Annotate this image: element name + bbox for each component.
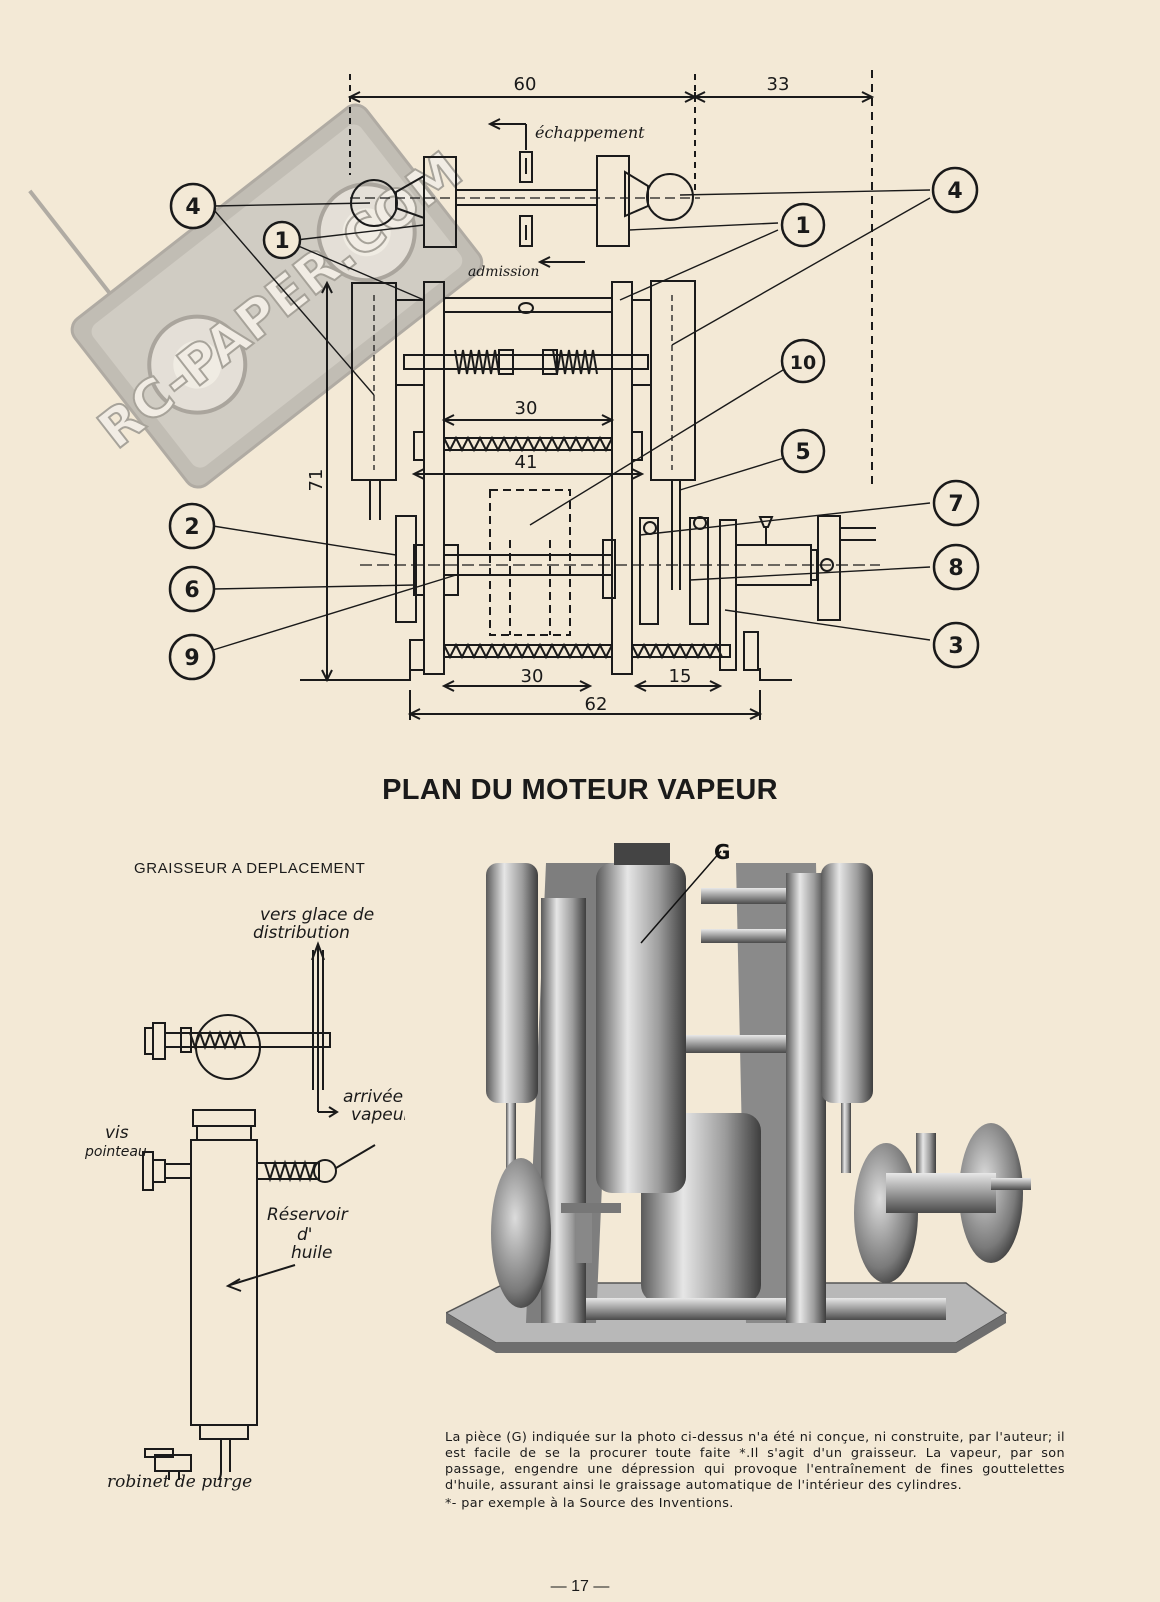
oiler-label-reservoir-line3: huile — [291, 1243, 332, 1263]
watermark: RC-PAPER.COM — [28, 103, 484, 489]
callout-5: 5 — [795, 440, 810, 465]
oiler-label-drain: robinet de purge — [107, 1472, 253, 1492]
caption-text: La pièce (G) indiquée sur la photo ci-de… — [445, 1430, 1065, 1493]
oiler-label-reservoir-line2: d' — [297, 1225, 312, 1245]
oiler-title: GRAISSEUR A DEPLACEMENT — [134, 860, 366, 877]
callout-4-left: 4 — [185, 195, 200, 220]
label-exhaust: échappement — [535, 123, 645, 142]
page-number: — 17 — — [550, 1578, 610, 1595]
oiler-label-needle-line2: pointeau — [85, 1144, 147, 1160]
oiler-label-reservoir-line1: Réservoir — [267, 1205, 349, 1225]
callout-8: 8 — [948, 556, 963, 581]
dimension-71: 71 — [306, 469, 327, 492]
oiler-drawing: vers glace de distribution arrivée vapeu… — [85, 905, 405, 1480]
engine-plan-drawing: RC-PAPER.COM — [28, 70, 980, 720]
callout-1-right: 1 — [795, 214, 810, 239]
callout-1-left: 1 — [274, 229, 289, 254]
engine-photo: G — [446, 843, 1031, 1353]
callouts — [168, 166, 980, 681]
callout-4-right: 4 — [947, 179, 962, 204]
dimension-60: 60 — [514, 74, 537, 95]
oiler-label-to-valve-line2: distribution — [253, 923, 350, 943]
callout-3: 3 — [948, 634, 963, 659]
caption-footnote: *- par exemple à la Source des Invention… — [445, 1496, 734, 1511]
oiler-label-to-valve-line1: vers glace de — [260, 905, 374, 925]
dimension-33: 33 — [767, 74, 790, 95]
oiler-label-needle-line1: vis — [105, 1123, 129, 1143]
dimension-41: 41 — [515, 452, 538, 473]
callout-9: 9 — [184, 646, 199, 671]
dimension-30-bottom: 30 — [521, 666, 544, 687]
callout-2: 2 — [184, 515, 199, 540]
dimension-15: 15 — [669, 666, 692, 687]
oiler-label-steam-line2: vapeur — [351, 1105, 405, 1125]
callout-7: 7 — [948, 492, 963, 517]
page-title: PLAN DU MOTEUR VAPEUR — [382, 774, 778, 806]
dimension-30-top: 30 — [515, 398, 538, 419]
oiler-label-steam-line1: arrivée — [343, 1087, 403, 1107]
label-intake: admission — [468, 264, 539, 280]
dimension-62: 62 — [585, 694, 608, 715]
callout-10: 10 — [790, 352, 816, 374]
photo-caption: La pièce (G) indiquée sur la photo ci-de… — [445, 1430, 1065, 1512]
callout-6: 6 — [184, 578, 199, 603]
photo-label-g: G — [714, 843, 730, 864]
